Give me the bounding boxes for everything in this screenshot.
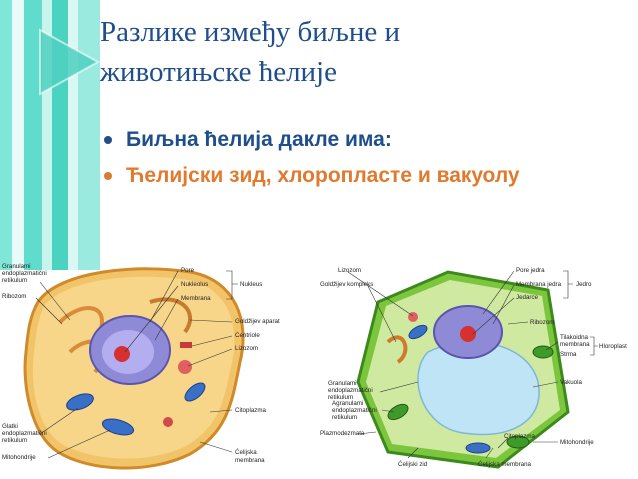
nucleolus-shape [460, 326, 476, 342]
animal-cell-diagram: Granulami endoplazmatični retikulum Ribo… [2, 263, 280, 470]
label-ribosome: Ribozom [530, 319, 554, 326]
label-cell-wall: Ćelijski zid [398, 461, 428, 468]
bullet-item: Ћелијски зид, хлоропласте и вакуолу [102, 162, 572, 189]
label-golgi: Goldžijev kompleks [320, 281, 373, 288]
mitochondrion-shape [184, 382, 206, 402]
label-vacuole: Vakuola [560, 379, 582, 386]
label-cytoplasm: Citoplazma [504, 433, 536, 440]
leader-lines [35, 270, 238, 459]
chloroplast-shape [532, 345, 554, 359]
label-mitochondria: Mitohondrije [2, 454, 36, 461]
label-nuclear-membrane: Membrana jedra [516, 281, 562, 288]
bullet-text: Биљна ћелија дакле има: [126, 128, 392, 151]
chloroplast-shape [506, 435, 530, 449]
label-nucleus: Nukleus [240, 281, 262, 288]
label-cell-membrane-1: Ćelijska [235, 449, 257, 456]
bullet-text: Ћелијски зид, хлоропласте и вакуолу [126, 164, 520, 187]
label-nucleolus: Jedarce [516, 294, 539, 301]
lysosome-shape [178, 360, 192, 374]
title-line-2: животињске ћелије [100, 56, 337, 88]
label-plasmodesmata: Plazmodezmata [320, 430, 365, 437]
label-chloroplast: Hloroplast [599, 343, 627, 350]
bullet-item: Биљна ћелија дакле има: [102, 126, 572, 153]
label-granular-er-3: retikulum [2, 277, 27, 284]
label-agranular-er-3: retikulum [332, 414, 357, 421]
leader-lines [347, 270, 598, 459]
label-smooth-er-2: endoplazmatični [2, 430, 47, 437]
arrow-triangle-icon [39, 28, 100, 96]
label-stroma: Strma [560, 351, 577, 358]
label-granular-er-1: Granulami [2, 263, 31, 270]
label-cytoplasm: Citoplazma [235, 407, 267, 414]
mitochondrion-shape [465, 442, 491, 454]
label-granular-er-2: endoplazmatični [2, 270, 47, 277]
label-nucleolus: Nukleolus [181, 281, 208, 288]
lysosome-shape [163, 417, 173, 427]
label-mitochondria: Mitohondrije [560, 439, 594, 446]
label-cell-membrane-2: membrana [235, 457, 265, 464]
label-ribosome: Ribozom [2, 293, 26, 300]
label-nuclear-pore: Pore jedra [516, 267, 545, 274]
label-lysosome: Lizozom [338, 267, 361, 274]
plant-cell-diagram: Lizozom Goldžijev kompleks Pore jedra Me… [320, 267, 627, 469]
golgi-shape [149, 297, 192, 334]
mitochondrion-shape [66, 393, 94, 411]
label-centriole: Centriole [235, 332, 260, 339]
label-golgi: Goldžijev aparat [235, 318, 280, 325]
slide-title: Разлике између биљне и животињске ћелије [100, 12, 520, 92]
centriole-shape [180, 342, 192, 348]
title-line-1: Разлике између биљне и [100, 16, 400, 48]
mitochondrion-shape [408, 324, 428, 340]
label-granular-er-1: Granulami [328, 380, 357, 387]
label-granular-er-2: endoplazmatični [328, 387, 373, 394]
label-thylakoid-1: Tilakoidna [560, 334, 589, 341]
label-cell-membrane: Ćelijska membrana [478, 461, 532, 468]
label-pore: Pore [181, 267, 195, 274]
chloroplast-shape [387, 403, 409, 421]
nucleolus-shape [114, 346, 130, 362]
label-thylakoid-2: membrana [560, 341, 590, 348]
label-granular-er-3: retikulum [328, 394, 353, 401]
bullet-list: Биљна ћелија дакле има: Ћелијски зид, хл… [102, 126, 572, 198]
bullet-dot-icon [104, 136, 112, 144]
label-lysosome: Lizozom [235, 345, 258, 352]
bullet-dot-icon [104, 172, 112, 180]
mitochondrion-shape [101, 418, 135, 436]
label-nucleus: Jedro [576, 281, 592, 288]
label-membrane: Membrana [181, 295, 211, 302]
golgi-shape [386, 335, 408, 364]
label-smooth-er-1: Glatki [2, 423, 18, 430]
decorative-stripes [0, 0, 100, 270]
label-smooth-er-3: retikulum [2, 437, 27, 444]
label-agranular-er-2: endoplazmatični [332, 407, 377, 414]
label-agranular-er-1: Agranulami [332, 400, 363, 407]
